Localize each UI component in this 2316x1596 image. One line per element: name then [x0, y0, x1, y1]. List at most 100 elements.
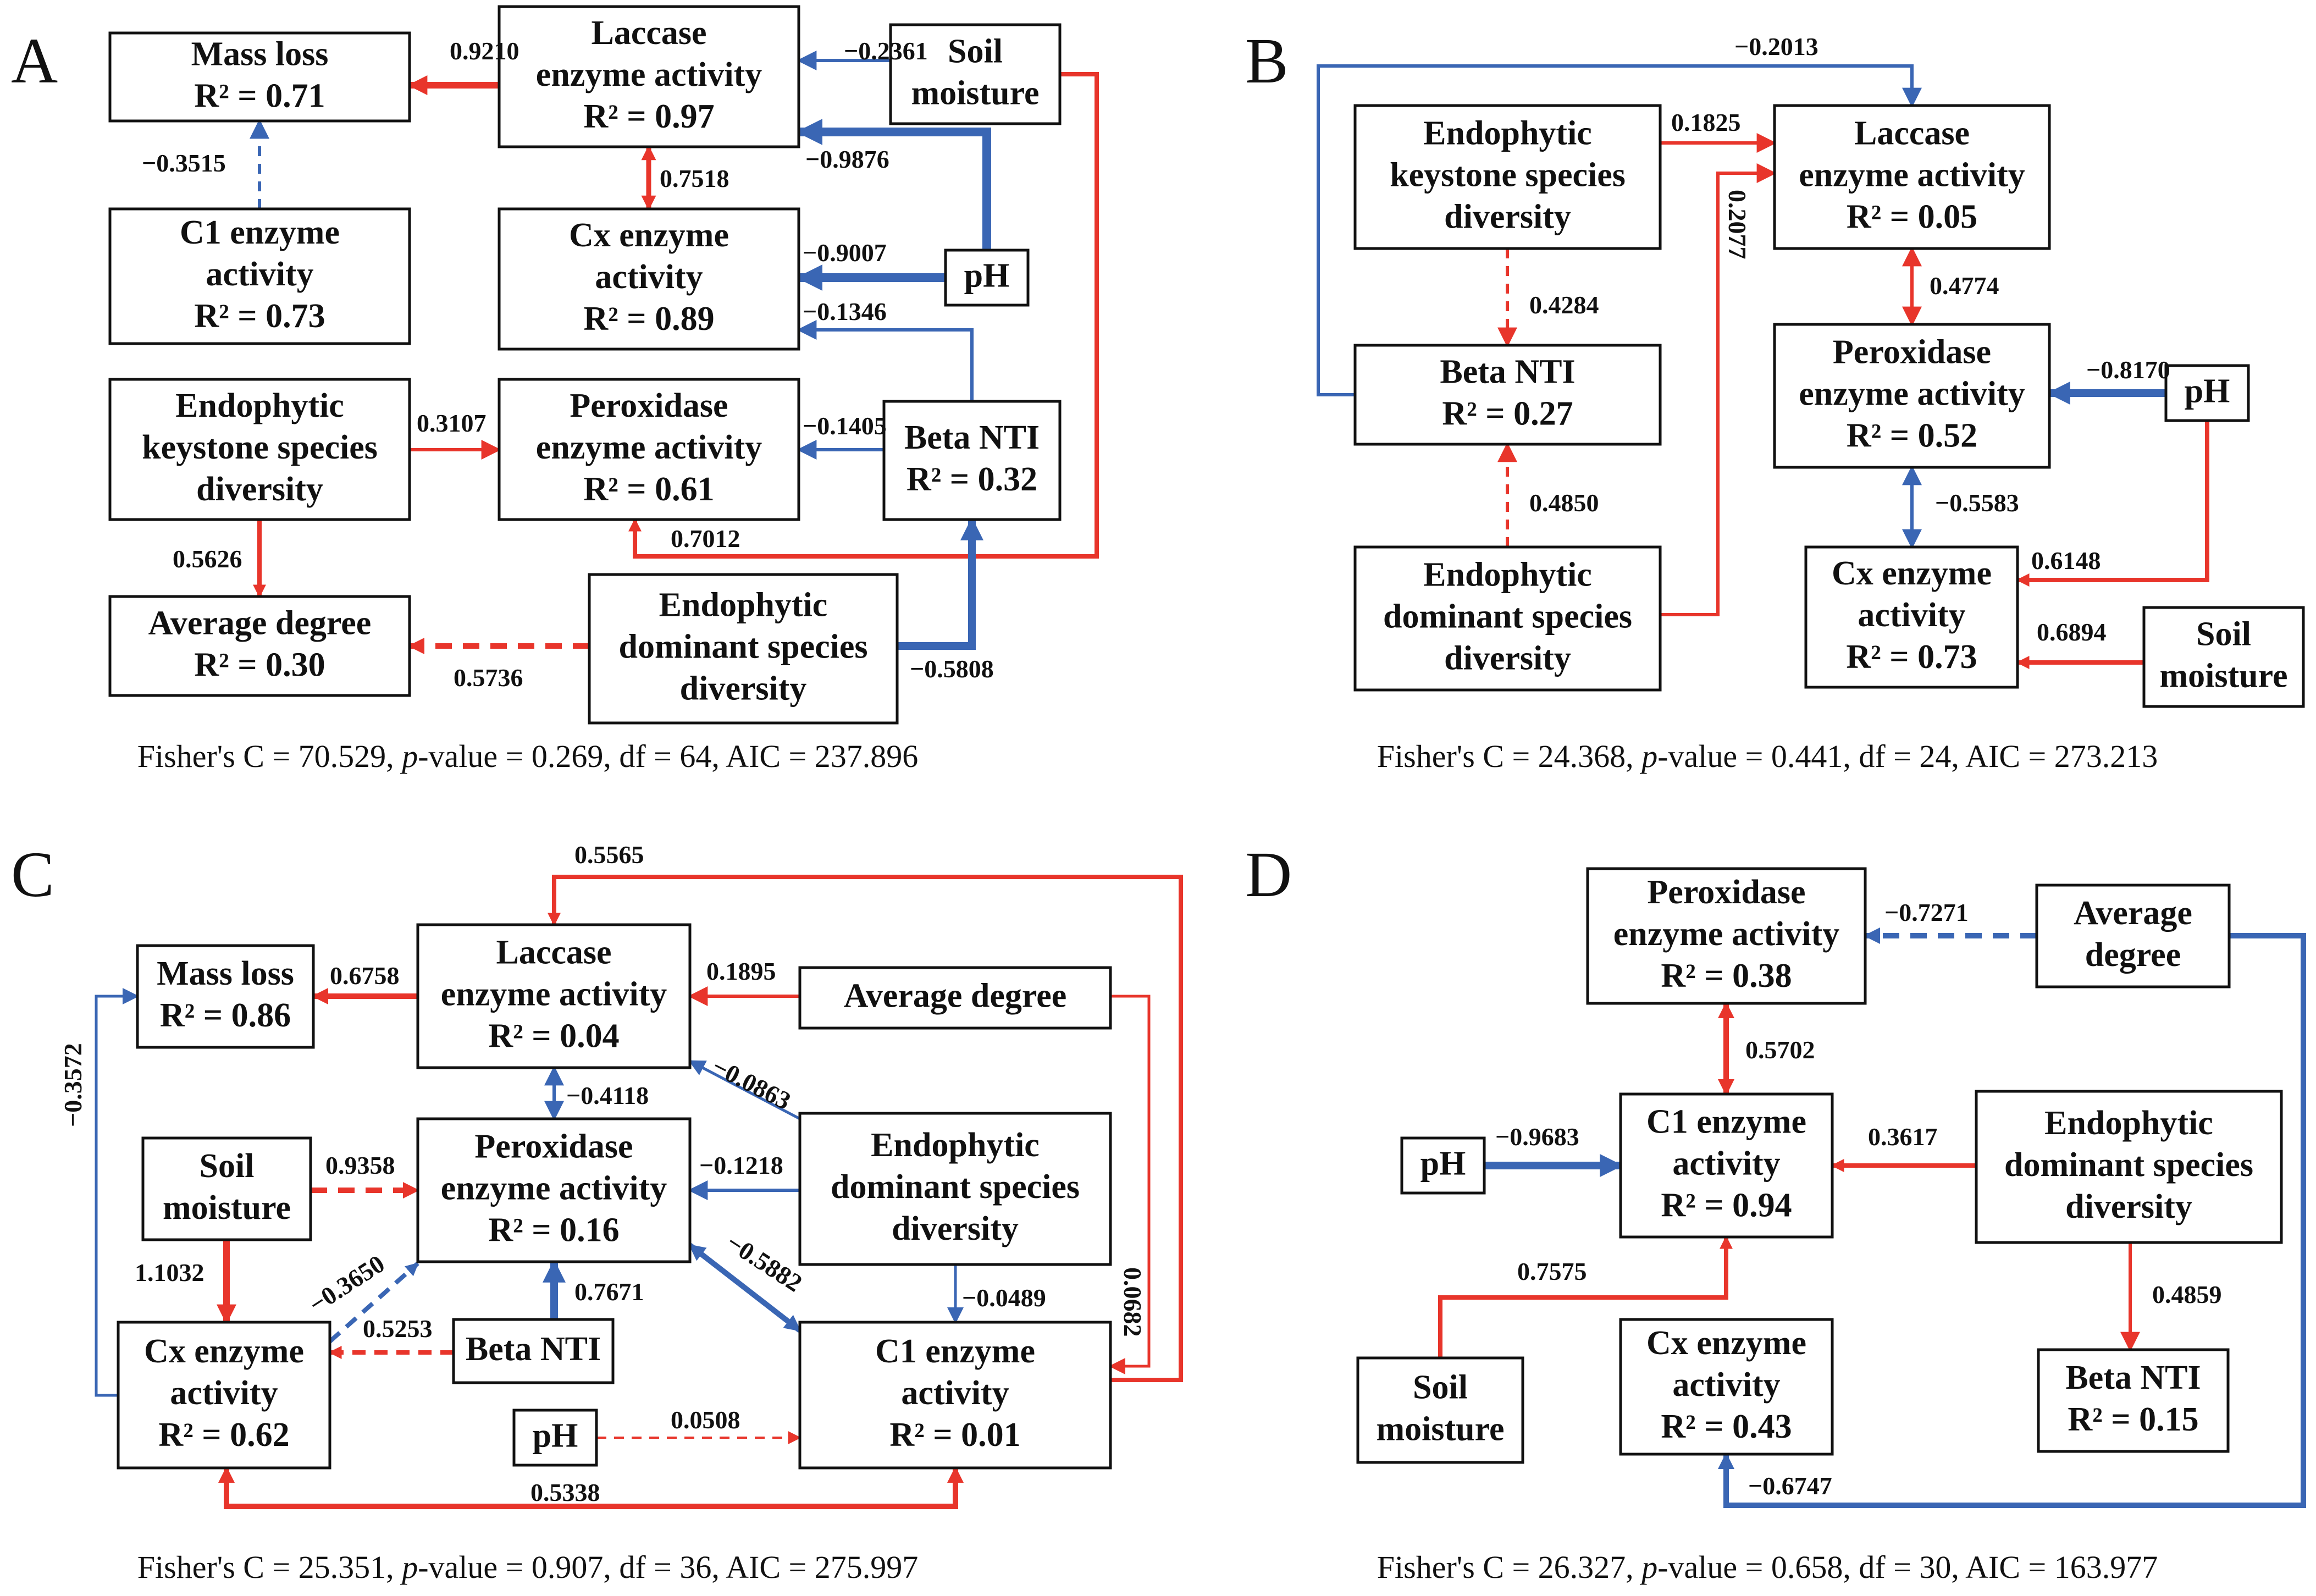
panel-c-node-soil-line-0: Soil — [200, 1147, 255, 1185]
panel-b-node-soil-line-0: Soil — [2196, 616, 2251, 653]
panel-c-node-avgdeg-line-0: Average degree — [844, 978, 1067, 1015]
panel-d-node-c1-line-0: C1 enzyme — [1646, 1103, 1806, 1141]
panel-b-coef-dom_beta: 0.4850 — [1529, 489, 1599, 517]
panel-b-coef-beta_lac: −0.2013 — [1734, 32, 1818, 60]
panel-c-coef-perox_c1: −0.5882 — [722, 1228, 808, 1297]
panel-b-coef-dom_lac: 0.2077 — [1723, 190, 1751, 259]
panel-a-node-massloss-line-0: Mass loss — [191, 36, 329, 73]
panel-b-node-endodom-line-1: dominant species — [1383, 598, 1632, 636]
panel-b-node-endokey-line-0: Endophytic — [1423, 115, 1592, 152]
panel-c-path-cx_perox — [328, 1262, 419, 1343]
panel-c-path-perox_c1 — [688, 1243, 802, 1333]
panel-a-node-c1-line-1: activity — [206, 256, 313, 293]
panel-b-node-perox-line-2: R² = 0.52 — [1847, 417, 1977, 455]
panel-d-path-avg_cx — [1718, 933, 2306, 1508]
panel-b-node-endodom-line-2: diversity — [1444, 640, 1571, 677]
panel-d-node-ph: pH — [1400, 1136, 1486, 1195]
panel-c-coef-cx_perox: −0.3650 — [304, 1249, 390, 1318]
panel-c-node-ph-line-0: pH — [533, 1417, 578, 1455]
panel-a-coef-dom_avg: 0.5736 — [454, 664, 523, 692]
panel-c-node-endodom-line-2: diversity — [892, 1210, 1019, 1247]
panel-a-coef-ph_lac: −0.9876 — [805, 145, 889, 173]
panel-a-letter: A — [11, 25, 58, 97]
panel-d-coef-avg_perox: −0.7271 — [1884, 898, 1969, 926]
panel-c-coef-cx_mass: −0.3572 — [59, 1043, 87, 1127]
panel-b-node-beta-line-0: Beta NTI — [1440, 354, 1575, 391]
panel-a-node-endokey-line-0: Endophytic — [175, 387, 344, 424]
panel-c-fit-statistics: Fisher's C = 25.351, p-value = 0.907, df… — [137, 1549, 918, 1585]
panel-d-node-soil-line-1: moisture — [1376, 1411, 1504, 1448]
panel-a-node-endodom-line-2: diversity — [680, 670, 807, 708]
panel-a-path-beta_cx — [797, 320, 974, 401]
panel-c-path-cx_c1 — [218, 1466, 964, 1509]
panel-b-node-laccase-line-1: enzyme activity — [1799, 157, 2025, 194]
panel-a-fit-statistics: Fisher's C = 70.529, p-value = 0.269, df… — [137, 738, 918, 774]
panel-c-path-dom_lac — [688, 1059, 801, 1120]
panel-c-node-laccase-line-2: R² = 0.04 — [488, 1018, 619, 1055]
panel-c-coef-soil_perox: 0.9358 — [325, 1151, 395, 1179]
panel-c-node-c1-line-2: R² = 0.01 — [889, 1416, 1020, 1454]
panel-a-node-soil-line-1: moisture — [911, 75, 1039, 112]
panel-a-node-massloss: Mass loss R² = 0.71 — [108, 31, 411, 123]
panel-c-node-beta-line-0: Beta NTI — [466, 1330, 601, 1368]
panel-a-node-avgdeg-line-0: Average degree — [148, 605, 372, 642]
panel-c-coef-lac_mass: 0.6758 — [330, 962, 400, 990]
panel-c-letter: C — [11, 838, 54, 910]
panel-a-coef-lac_mass: 0.9210 — [450, 37, 519, 65]
panel-b-node-cx-line-1: activity — [1858, 597, 1965, 634]
panel-a-node-cx-line-2: R² = 0.89 — [583, 300, 714, 338]
panel-a-node-massloss-line-1: R² = 0.71 — [194, 78, 325, 115]
panel-a-coef-soil_lac: −0.2361 — [844, 37, 928, 65]
panel-d-node-beta-line-1: R² = 0.15 — [2068, 1401, 2198, 1438]
panel-c-node-massloss-line-0: Mass loss — [157, 955, 294, 992]
panel-a-node-c1-line-2: R² = 0.73 — [194, 297, 325, 335]
panel-b-node-endodom-line-0: Endophytic — [1423, 556, 1592, 594]
panel-a-coef-c1_mass: −0.3515 — [142, 149, 226, 177]
panel-c-coef-cx_c1: 0.5338 — [530, 1478, 600, 1506]
panel-b-coef-soil_cx: 0.6894 — [2037, 618, 2107, 646]
panel-a-node-ph-line-0: pH — [964, 257, 1010, 295]
panel-c-path-c1_lac_top — [548, 875, 1183, 1382]
panel-c-node-perox-line-0: Peroxidase — [474, 1128, 633, 1166]
panel-a-node-perox-line-1: enzyme activity — [536, 429, 762, 466]
panel-b-fit-statistics: Fisher's C = 24.368, p-value = 0.441, df… — [1377, 738, 2158, 774]
panel-a-coef-beta_perox: −0.1405 — [803, 412, 887, 440]
panel-c-node-cx-line-0: Cx enzyme — [144, 1333, 304, 1370]
panel-d-node-endodom-line-2: diversity — [2065, 1188, 2192, 1225]
panel-b-coef-key_lac: 0.1825 — [1671, 108, 1741, 136]
panel-a-node-endodom-line-1: dominant species — [619, 628, 868, 666]
panel-b-letter: B — [1245, 25, 1289, 97]
panel-d-node-cx-line-1: activity — [1672, 1366, 1780, 1404]
panel-d-node-perox-line-1: enzyme activity — [1613, 915, 1839, 953]
panel-c-node-massloss-line-1: R² = 0.86 — [160, 997, 291, 1034]
panel-d-node-endodom-line-0: Endophytic — [2044, 1105, 2213, 1142]
panel-c-node-perox-line-2: R² = 0.16 — [488, 1212, 619, 1249]
panel-d-coef-avg_cx: −0.6747 — [1748, 1472, 1832, 1500]
panel-c-coef-dom_perox: −0.1218 — [699, 1151, 783, 1179]
panel-d-coef-dom_beta: 0.4859 — [2152, 1280, 2222, 1308]
panel-c-path-cx_mass — [95, 988, 139, 1397]
panel-c-coef-beta_cx: 0.5253 — [363, 1315, 433, 1343]
panel-d-node-perox-line-0: Peroxidase — [1647, 874, 1805, 911]
panel-c-coef-soil_cx: 1.1032 — [135, 1258, 204, 1286]
panel-c-node-endodom-line-1: dominant species — [831, 1168, 1080, 1206]
panel-d-node-avgdeg-line-1: degree — [2085, 936, 2181, 974]
panel-c-node-c1-line-1: activity — [901, 1374, 1009, 1412]
